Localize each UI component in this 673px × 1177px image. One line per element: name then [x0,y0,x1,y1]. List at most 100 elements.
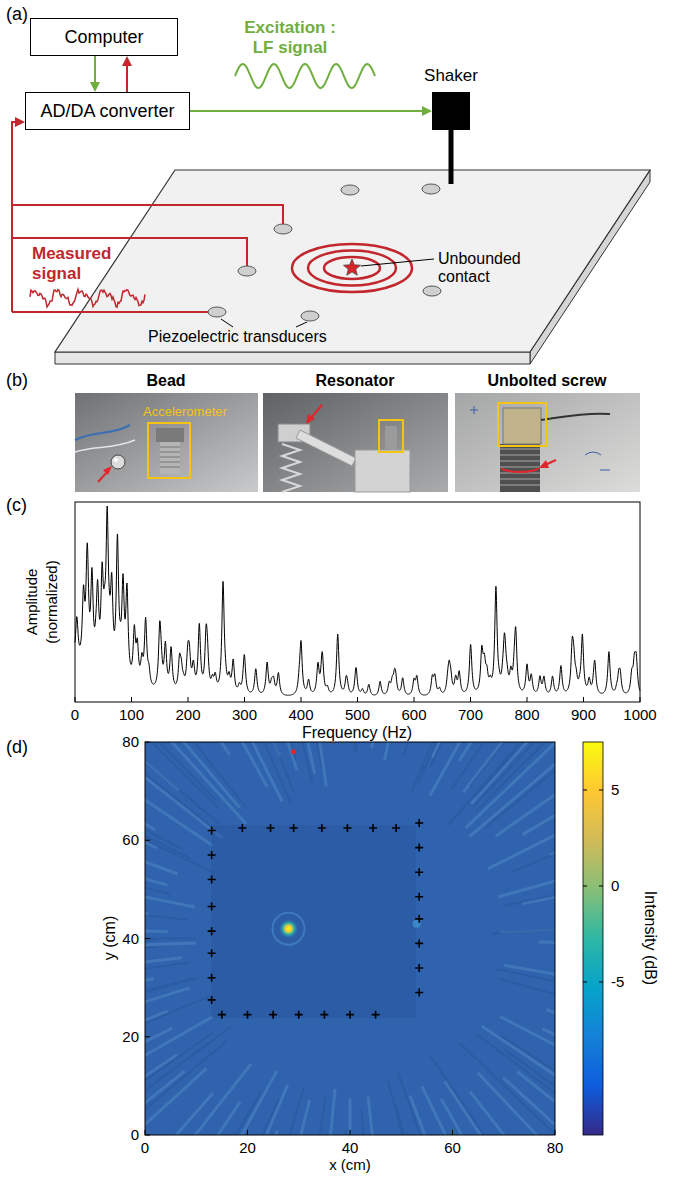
node-text: Computer [64,27,143,48]
tick-label: 60 [122,831,139,848]
tick-label: 200 [175,706,200,723]
tick-mark [145,1135,150,1136]
art-line [583,982,587,983]
tick-mark [75,697,76,702]
tick-label: 0 [71,706,79,723]
art-rect [455,393,640,492]
art-path [75,440,135,452]
tick-label: 80 [122,733,139,750]
tick-mark [145,840,150,841]
art-line [500,478,540,480]
tick-label: 600 [401,706,426,723]
art-g [145,742,555,1135]
art-line [500,454,540,456]
tick-mark [583,697,584,702]
axis-title: (normalized) [43,560,60,643]
tick-label: 0 [131,1126,139,1143]
shaker-block: Shaker [432,92,470,130]
tick-mark [452,1130,453,1135]
art-g [12,122,283,312]
art-g [145,742,555,1135]
panel-letter: (c) [6,495,27,516]
art-line [221,319,233,327]
art-rect [156,428,184,442]
tick-mark [357,697,358,702]
art-line [160,447,180,448]
callout-label: Unbounded contact [438,250,538,287]
photo-title: Bead [146,372,185,390]
art-ellipse [324,257,380,279]
signal-line [126,65,128,92]
panel-letter: (a) [6,4,28,25]
art-polyline [282,444,300,492]
node-text: AD/DA converter [40,101,174,122]
art-rect [498,403,546,446]
tick-mark [247,1130,248,1135]
tick-label: 1000 [623,706,656,723]
tick-label: 0 [141,1139,149,1156]
art-rect [379,420,403,452]
art-path [585,452,601,455]
signal-arrow [122,56,132,92]
signal-arrow [90,56,100,92]
art-path [12,205,283,224]
tick-mark [301,697,302,702]
panel-letter: (b) [6,370,28,391]
tick-mark [640,697,641,702]
art-line [500,484,540,486]
art-rect [160,442,180,474]
art-line [311,405,322,418]
tick-label: 20 [122,1028,139,1045]
intensity-streaks [145,742,555,1135]
art-polygon [55,352,530,364]
signal-arrow [190,106,432,116]
tick-label: 900 [571,706,596,723]
tick-mark [244,697,245,702]
art-line [500,466,540,468]
art-line [160,462,180,463]
signal-label: Excitation : LF signal [237,18,343,57]
art-ellipse [208,307,226,317]
art-rect [263,393,448,492]
art-g [470,406,610,470]
art-g [160,447,180,467]
art-circle [114,458,118,462]
tick-label: 0 [611,877,619,894]
tick-label: 500 [345,706,370,723]
art-path [470,406,478,414]
art-g [75,697,640,702]
art-ellipse [274,224,292,234]
art-line [160,457,180,458]
tick-mark [145,1036,150,1037]
tick-mark [470,697,471,702]
art-path [600,470,610,471]
art-path [208,819,424,1019]
signal-label: Measured signal [32,244,124,283]
art-line [449,130,454,184]
art-circle [273,913,305,945]
tick-label: 300 [232,706,257,723]
arrow-head [122,56,132,66]
art-rect [211,825,416,1018]
art-line [296,322,307,327]
art-g [583,790,603,982]
art-line [361,259,434,266]
art-line [160,452,180,453]
tick-mark [145,938,150,939]
axis-title: Amplitude [23,569,40,636]
panel-letter: (d) [6,737,28,758]
callout-label: Piezoelectric transducers [148,328,327,346]
photo-title: Resonator [315,372,394,390]
arrow-head [422,106,432,116]
art-path [30,289,145,307]
art-line [500,460,540,462]
art-line [583,790,587,791]
art-rect [75,393,258,492]
art-ellipse [301,311,319,321]
art-line [583,886,587,887]
art-polygon [103,466,112,475]
art-path [12,122,16,312]
art-rect [145,742,555,1135]
